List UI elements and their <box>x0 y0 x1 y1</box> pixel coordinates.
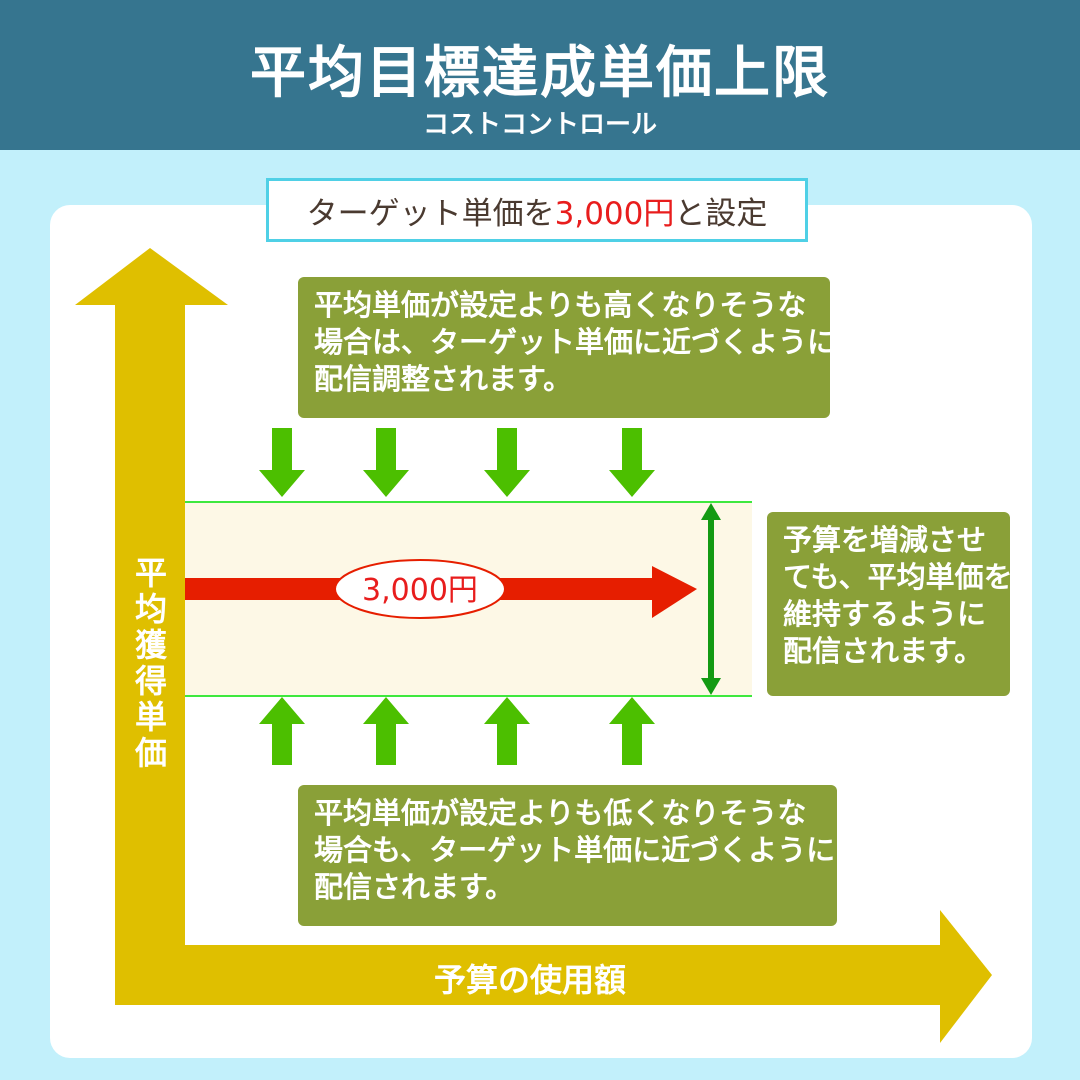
y-axis-char: 均 <box>134 590 167 628</box>
x-axis-arrow <box>115 910 992 1043</box>
up-arrow-icon <box>363 697 409 765</box>
y-axis-arrow <box>75 248 228 1005</box>
y-axis-char: 平 <box>134 554 167 592</box>
page-subtitle: コストコントロール <box>422 110 657 140</box>
x-axis-label: 予算の使用額 <box>433 961 626 999</box>
box-line: 場合は、ターゲット単価に近づくように <box>314 325 837 359</box>
target-value: 3,000円 <box>554 195 675 232</box>
up-arrow-icon <box>484 697 530 765</box>
range-double-arrow <box>701 503 721 695</box>
box-line: ても、平均単価を <box>783 560 1013 594</box>
box-line: 配信されます。 <box>783 634 984 668</box>
down-arrow-icon <box>259 428 305 497</box>
y-axis-char: 単 <box>134 698 167 736</box>
box-maintain-price: 予算を増減させ ても、平均単価を 維持するように 配信されます。 <box>767 512 1013 696</box>
y-axis-label: 平 均 獲 得 単 価 <box>133 555 169 771</box>
box-high-price: 平均単価が設定よりも高くなりそうな 場合は、ターゲット単価に近づくように 配信調… <box>298 277 837 418</box>
up-arrow-icon <box>259 697 305 765</box>
box-line: 配信調整されます。 <box>314 362 573 396</box>
box-line: 予算を増減させ <box>783 523 987 557</box>
y-axis-char: 価 <box>134 734 167 772</box>
target-suffix: と設定 <box>674 195 768 232</box>
down-arrow-icon <box>363 428 409 497</box>
box-line: 維持するように <box>783 597 987 631</box>
box-low-price: 平均単価が設定よりも低くなりそうな 場合も、ターゲット単価に近づくように 配信さ… <box>298 785 837 926</box>
down-arrow-icon <box>609 428 655 497</box>
box-line: 平均単価が設定よりも高くなりそうな <box>314 288 807 322</box>
y-axis-char: 獲 <box>134 626 167 664</box>
price-label: 3,000円 <box>362 573 478 608</box>
box-line: 場合も、ターゲット単価に近づくように <box>314 833 836 867</box>
header: 平均目標達成単価上限 コストコントロール <box>0 0 1080 150</box>
box-line: 平均単価が設定よりも低くなりそうな <box>314 796 807 830</box>
y-axis-char: 得 <box>134 662 167 700</box>
box-line: 配信されます。 <box>314 870 515 904</box>
down-arrow-icon <box>484 428 530 497</box>
target-prefix: ターゲット単価を <box>306 195 555 232</box>
up-arrow-icon <box>609 697 655 765</box>
page-title: 平均目標達成単価上限 <box>250 41 830 106</box>
price-ellipse <box>334 559 506 619</box>
